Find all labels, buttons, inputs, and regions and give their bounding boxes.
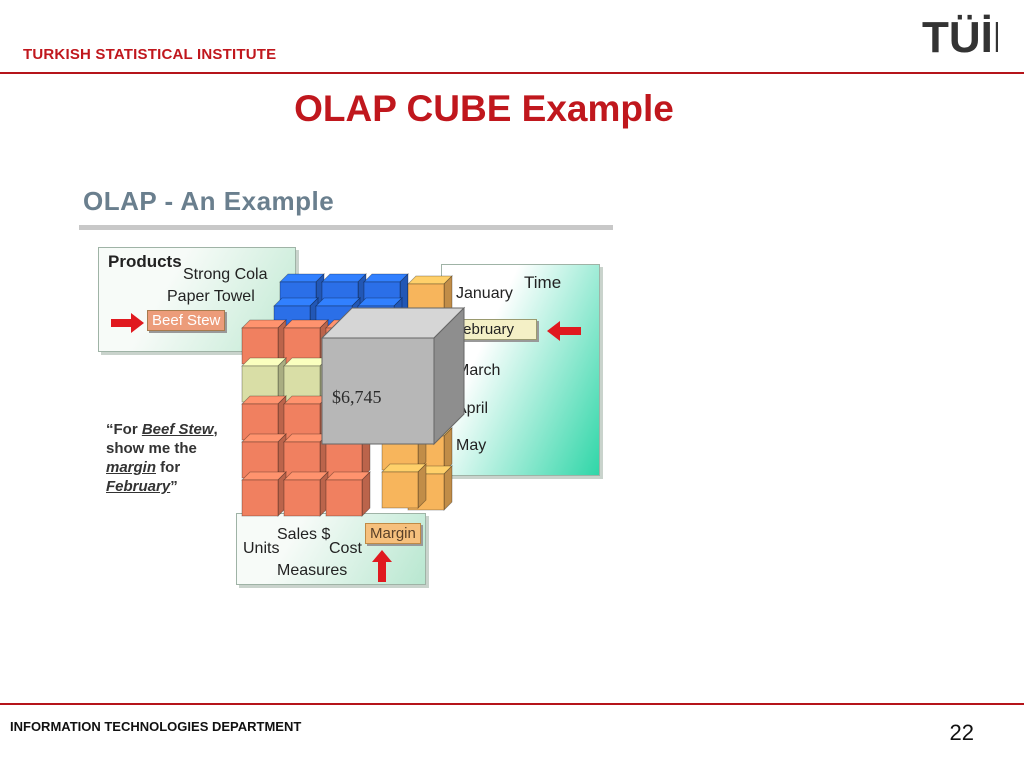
figure-title-rule	[79, 225, 613, 230]
products-heading: Products	[108, 252, 182, 271]
department-name: INFORMATION TECHNOLOGIES DEPARTMENT	[10, 719, 302, 734]
time-item: May	[456, 437, 487, 454]
time-item: March	[456, 362, 501, 379]
cube-cell	[283, 433, 329, 479]
cube-cell	[241, 319, 287, 365]
product-item: Paper Towel	[167, 288, 255, 305]
header-divider	[0, 72, 1024, 74]
cube-cell	[241, 433, 287, 479]
olap-cube: $6,745	[241, 273, 466, 517]
cube-cell	[241, 471, 287, 517]
olap-figure: OLAP - An Example Products Strong Cola P…	[78, 180, 613, 595]
measure-item: Sales $	[277, 526, 331, 543]
org-name: TURKISH STATISTICAL INSTITUTE	[23, 46, 277, 63]
time-heading: Time	[524, 273, 562, 292]
right-arrow-icon	[111, 313, 144, 333]
highlighted-cell: $6,745	[320, 306, 466, 446]
footer-divider	[0, 703, 1024, 705]
product-item: Strong Cola	[183, 266, 268, 283]
query-quote: “For Beef Stew, show me the margin for F…	[106, 421, 218, 495]
page-number: 22	[949, 720, 974, 745]
cube-cell	[381, 463, 427, 509]
measures-heading: Measures	[277, 562, 348, 579]
tuik-logo: TÜİK	[922, 14, 998, 56]
measure-item-selected: Margin	[365, 523, 421, 544]
product-item-selected: Beef Stew	[147, 310, 226, 331]
cube-cell	[241, 395, 287, 441]
cube-cell	[325, 471, 371, 517]
cube-cell	[283, 395, 329, 441]
svg-text:TÜİK: TÜİK	[922, 14, 998, 56]
time-item: January	[456, 285, 513, 302]
cube-cell	[283, 319, 329, 365]
measure-item: Units	[243, 540, 280, 557]
left-arrow-icon	[547, 321, 581, 341]
cube-cell	[241, 357, 287, 403]
cell-value: $6,745	[332, 387, 382, 407]
cube-cell	[283, 471, 329, 517]
slide-title: OLAP CUBE Example	[294, 88, 674, 129]
up-arrow-icon	[372, 550, 392, 582]
measure-item: Cost	[329, 540, 362, 557]
cube-cell	[283, 357, 329, 403]
figure-title: OLAP - An Example	[83, 186, 335, 216]
time-panel: Time January February March April May	[441, 264, 600, 476]
